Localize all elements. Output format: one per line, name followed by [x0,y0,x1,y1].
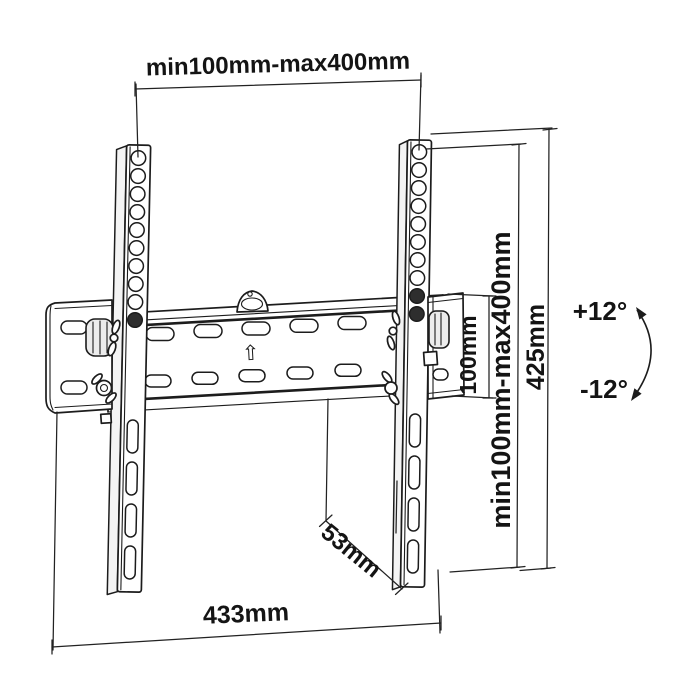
dim-bracket-height: 425mm [430,127,558,572]
left-rail-slots [123,419,140,580]
right-tv-rail [391,139,433,591]
dim-total-width: 433mm [51,411,442,655]
wall-plate-upper-slots [145,315,367,342]
right-end-bracket [381,292,465,406]
dim-plate-height: 100mm [447,293,497,399]
dim-top-width: min100mm-max400mm [134,48,422,158]
tilt-tension-knob-left [85,318,114,357]
left-rail-holes [126,149,147,329]
left-end-bracket [45,299,121,425]
tilt-indicator: +12° -12° [573,296,652,404]
wing-nut-left-upper [107,319,121,357]
wall-plate: ⇧ [106,290,445,413]
tilt-arc-arrow-icon [632,309,652,399]
dim-bracket-height-label: 425mm [522,304,550,390]
wall-plate-lower-slots [144,363,362,388]
wing-nut-right-lower [381,370,400,406]
left-tv-rail [106,143,152,596]
wing-nut-left-lower [91,373,117,404]
tilt-up-label: +12° [573,296,628,326]
dim-depth-label: 53mm [316,519,387,584]
dim-vesa-height: min100mm-max400mm [425,142,527,573]
dim-total-width-label: 433mm [202,598,289,630]
tilt-down-label: -12° [580,374,628,404]
hanger-tab [236,290,269,313]
right-rail-holes [408,143,428,323]
dim-vesa-height-label: min100mm-max400mm [486,231,516,528]
tilt-tension-knob-right [428,310,450,349]
dim-plate-height-label: 100mm [455,315,481,394]
dim-top-width-label: min100mm-max400mm [146,48,411,82]
orientation-up-arrow-icon: ⇧ [241,341,260,366]
wing-nut-right-upper [386,310,401,351]
right-rail-slots [406,413,422,574]
